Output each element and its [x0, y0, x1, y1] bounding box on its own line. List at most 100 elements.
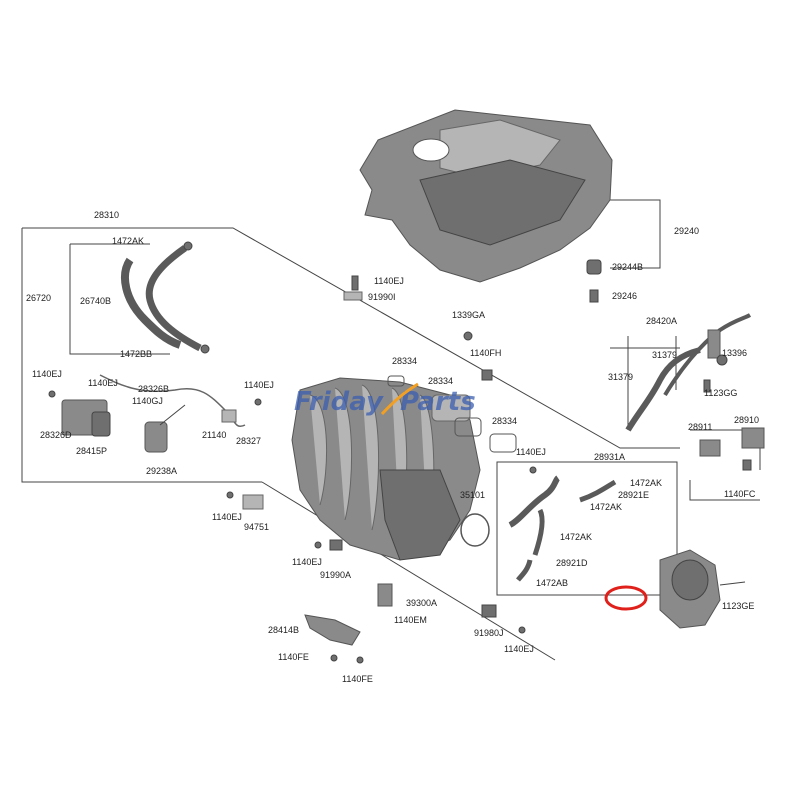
- lower-components: [226, 491, 526, 664]
- bolt-1140fe-a: [330, 654, 338, 662]
- engine-cover-ridge: [439, 119, 561, 179]
- actuator-29238a: [144, 421, 168, 453]
- boundary-diag: [261, 481, 556, 661]
- label-21140: 21140: [202, 430, 226, 440]
- intake-manifold: [291, 375, 517, 561]
- bolt-1140ej-g: [314, 541, 322, 549]
- label-28327: 28327: [236, 436, 261, 446]
- sensor-28910: [741, 427, 765, 449]
- engine-cover-center: [419, 159, 586, 246]
- hose-31379-a: [625, 347, 701, 432]
- label-1123gg: 1123GG: [704, 388, 737, 398]
- clip-91990i: [343, 291, 363, 301]
- left-components: [48, 374, 262, 453]
- label-28310: 28310: [94, 210, 119, 220]
- label-1472bb: 1472BB: [120, 349, 152, 359]
- bracket-28414b: [304, 614, 361, 646]
- gasket-28334-b: [454, 417, 482, 437]
- label-1140ej-f: 1140EJ: [212, 512, 242, 522]
- watermark-word-friday: Friday: [294, 387, 384, 417]
- label-35101: 35101: [460, 490, 485, 500]
- hose-box: [496, 461, 678, 596]
- breather-hoses: [625, 313, 765, 471]
- label-28414b: 28414B: [268, 625, 299, 635]
- label-28334-b: 28334: [428, 376, 453, 386]
- bolt-1140ej-e: [529, 466, 537, 474]
- label-26720: 26720: [26, 293, 51, 303]
- hose-bracket-left-group: [69, 244, 170, 355]
- bolt-1140ej-a: [48, 390, 56, 398]
- label-91990a: 91990A: [320, 570, 351, 580]
- vacuum-hoses: [508, 475, 617, 582]
- label-29240: 29240: [674, 226, 699, 236]
- label-28326b: 28326B: [138, 384, 169, 394]
- wire-harness: [99, 374, 246, 427]
- pcv-hoses: [121, 241, 210, 354]
- part-labels: 28310 1472AK 26720 26740B 1472BB 1140EJ …: [26, 210, 759, 684]
- label-13396: 13396: [722, 348, 747, 358]
- label-1140ej-g: 1140EJ: [292, 557, 322, 567]
- label-1339ga: 1339GA: [452, 310, 485, 320]
- label-29246: 29246: [612, 291, 637, 301]
- label-1140em: 1140EM: [394, 615, 427, 625]
- label-1472ak-top: 1472AK: [112, 236, 144, 246]
- bolt-1140ej-h: [518, 626, 526, 634]
- label-28420a: 28420A: [646, 316, 677, 326]
- hose-28921e: [579, 479, 617, 503]
- throttle-bolt-line: [719, 581, 746, 586]
- bolt-1140ej-d: [351, 275, 359, 291]
- bolt-1140fh: [481, 369, 493, 381]
- grommet-29244b: [586, 259, 602, 275]
- label-1140ej-d: 1140EJ: [374, 276, 404, 286]
- label-28931a: 28931A: [594, 452, 625, 462]
- sensor-39300a: [377, 583, 393, 607]
- sensor-28911: [699, 439, 721, 457]
- label-1472ak-r3: 1472AK: [560, 532, 592, 542]
- label-1140ej-h: 1140EJ: [504, 644, 534, 654]
- label-1472ak-r: 1472AK: [630, 478, 662, 488]
- gasket-28334-c: [489, 433, 517, 453]
- label-1140fe-a: 1140FE: [278, 652, 309, 662]
- bolt-1140fe-b: [356, 656, 364, 664]
- gasket-small: [387, 375, 405, 387]
- bolt-1140ej-f: [226, 491, 234, 499]
- label-1140fe-b: 1140FE: [342, 674, 373, 684]
- watermark-swoosh-icon: [380, 382, 419, 416]
- label-1472ab: 1472AB: [536, 578, 568, 588]
- boundary-lines: [21, 199, 761, 661]
- watermark-logo: Friday Parts: [294, 382, 476, 417]
- label-1140fh: 1140FH: [470, 348, 501, 358]
- label-94751: 94751: [244, 522, 269, 532]
- bolt-1140fc: [742, 459, 752, 471]
- engine-cover-oil-cap-hole: [412, 138, 450, 162]
- throttle-body-bore: [671, 559, 709, 601]
- gasket-28334-a: [431, 394, 471, 422]
- label-91990i: 91990I: [368, 292, 396, 302]
- cover-bracket: [596, 199, 661, 269]
- hose-28921d: [516, 559, 533, 582]
- label-29244b: 29244B: [612, 262, 643, 272]
- sensor-bracket-bottom: [689, 480, 760, 501]
- hose-26720: [145, 245, 202, 352]
- manifold-plenum: [379, 469, 461, 561]
- label-26740b: 26740B: [80, 296, 111, 306]
- watermark-word-parts: Parts: [400, 387, 476, 417]
- label-31379-a: 31379: [608, 372, 633, 382]
- label-28921e: 28921E: [618, 490, 649, 500]
- bracket-21140: [221, 409, 237, 423]
- label-91980j: 91980J: [474, 628, 504, 638]
- bolt-29246: [589, 289, 599, 303]
- clamp-1472ak: [183, 241, 193, 251]
- hose-vacuum-2: [532, 508, 545, 556]
- label-28921d: 28921D: [556, 558, 588, 568]
- label-28910: 28910: [734, 415, 759, 425]
- cover-grommet: [586, 259, 602, 303]
- label-1140ej-c: 1140EJ: [244, 380, 274, 390]
- label-28326d: 28326D: [40, 430, 72, 440]
- bolt-1339ga: [463, 331, 473, 341]
- bolt-1140ej-c: [254, 398, 262, 406]
- label-29238a: 29238A: [146, 466, 177, 476]
- label-1140ej-e: 1140EJ: [516, 447, 546, 457]
